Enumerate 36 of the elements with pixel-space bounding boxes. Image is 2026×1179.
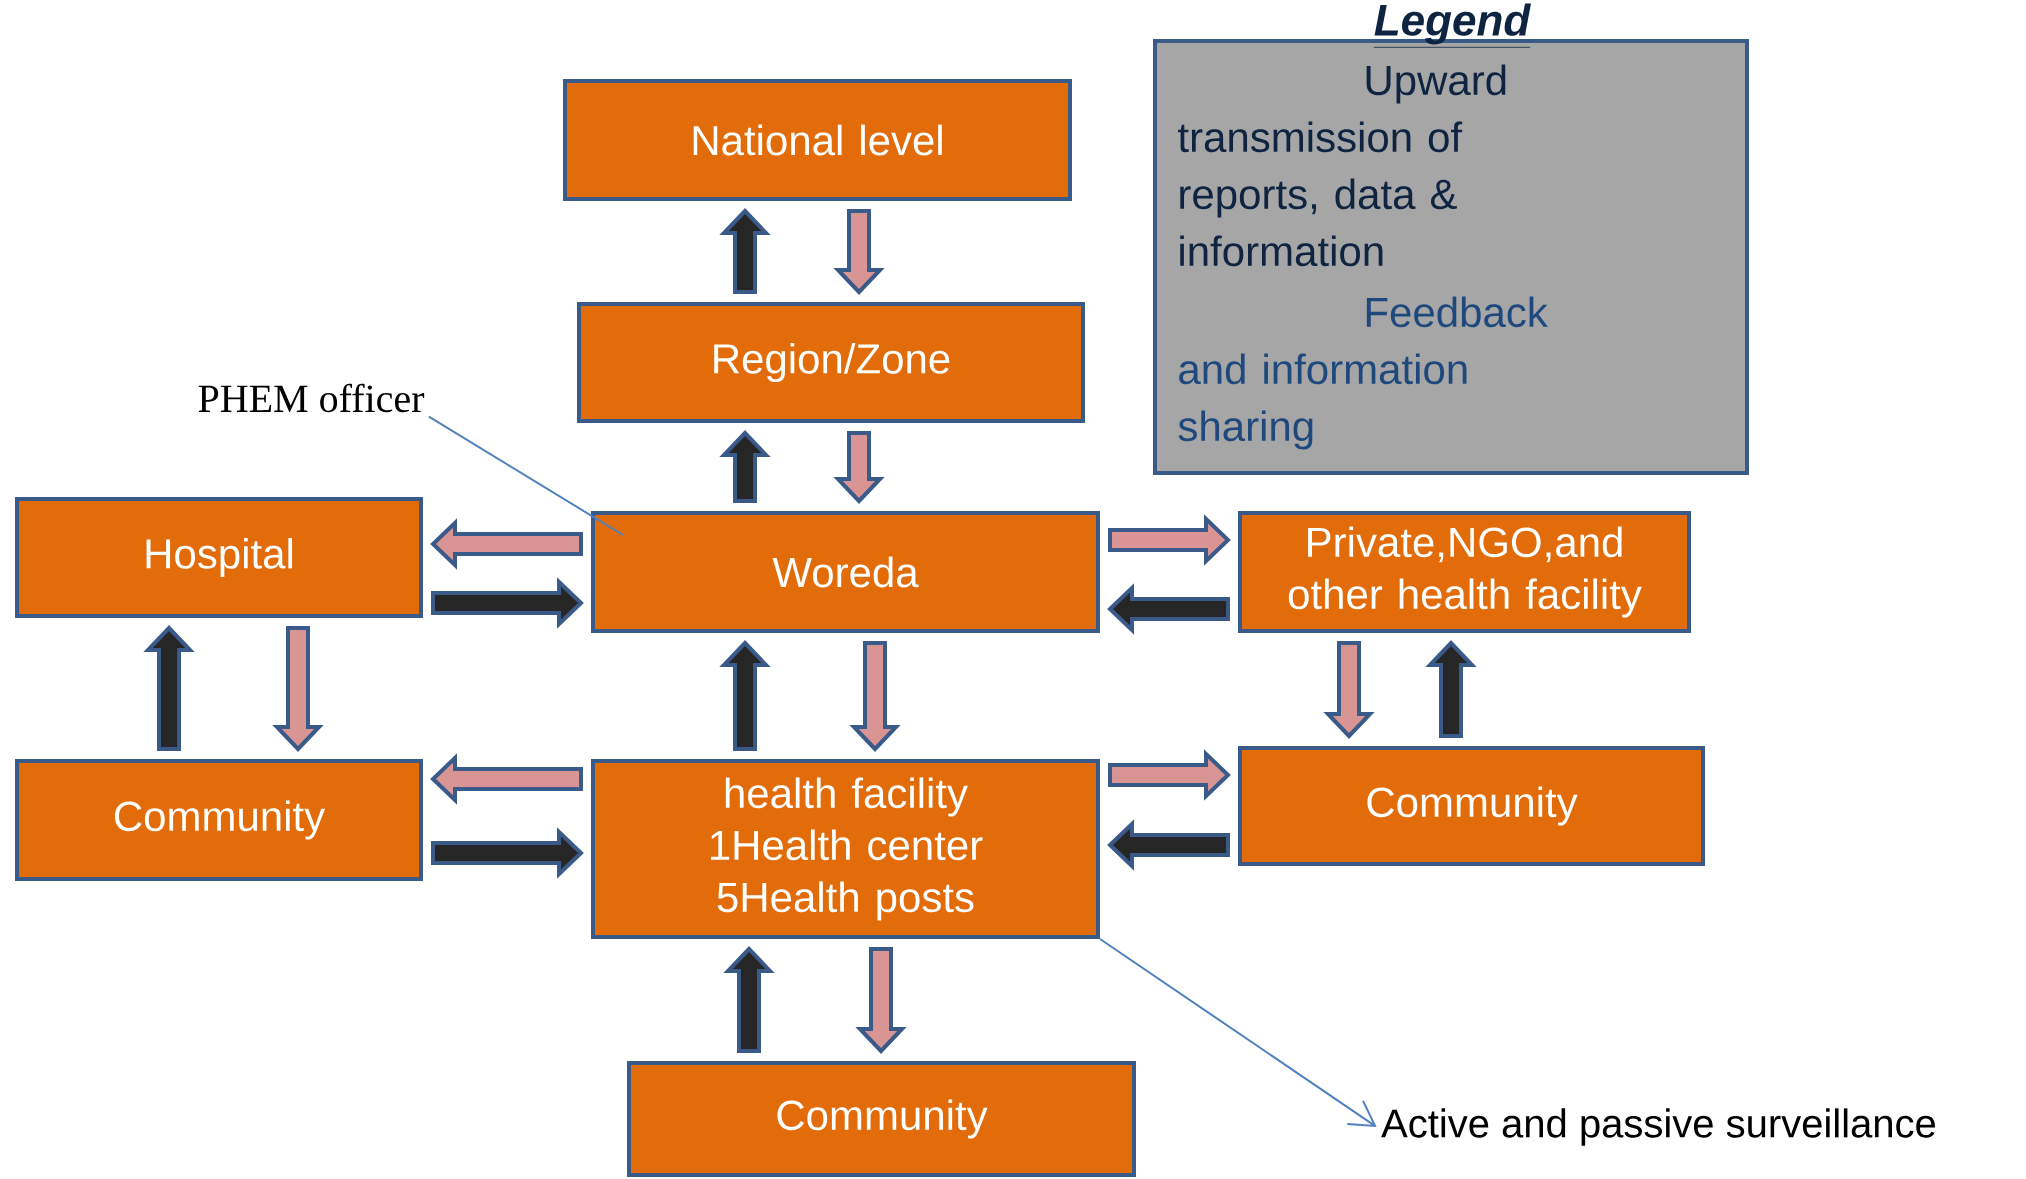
- block-arrow: [1323, 641, 1375, 739]
- block-arrow: [430, 518, 583, 570]
- block-arrow: [272, 626, 324, 752]
- level-box: Community: [15, 759, 423, 881]
- level-box: Community: [1238, 746, 1705, 866]
- level-box: National level: [563, 79, 1072, 201]
- legend-title: Legend: [1373, 3, 1531, 48]
- block-arrow: [1425, 640, 1477, 738]
- legend-text: Feedback and information sharing: [1178, 296, 1548, 450]
- block-arrow: [719, 430, 771, 503]
- block-arrow: [1107, 583, 1230, 635]
- level-box: Community: [627, 1061, 1136, 1177]
- block-arrow: [431, 577, 584, 629]
- level-box: Region/Zone: [577, 302, 1085, 423]
- block-arrow: [719, 208, 771, 294]
- block-arrow: [143, 625, 195, 751]
- block-arrow: [723, 946, 775, 1053]
- block-arrow: [431, 827, 584, 879]
- callout-text: PHEM officer: [198, 383, 425, 413]
- block-arrow: [849, 641, 901, 752]
- leader-line: [427, 415, 624, 536]
- leader-line: [1099, 938, 1377, 1127]
- block-arrow: [855, 947, 907, 1054]
- level-box: Private,NGO,and other health facility: [1238, 511, 1691, 633]
- callout-text: Active and passive surveillance: [1381, 1108, 1935, 1146]
- level-box: Woreda: [591, 511, 1100, 633]
- block-arrow: [1107, 819, 1230, 871]
- block-arrow: [719, 640, 771, 751]
- block-arrow: [1108, 749, 1231, 801]
- legend-text: Upward transmission of reports, data & information: [1178, 64, 1506, 267]
- block-arrow: [430, 753, 583, 805]
- level-box: health facility 1Health center 5Health posts: [591, 759, 1100, 939]
- level-box: Hospital: [15, 497, 423, 618]
- block-arrow: [1108, 514, 1231, 566]
- block-arrow: [833, 431, 885, 504]
- block-arrow: [833, 209, 885, 295]
